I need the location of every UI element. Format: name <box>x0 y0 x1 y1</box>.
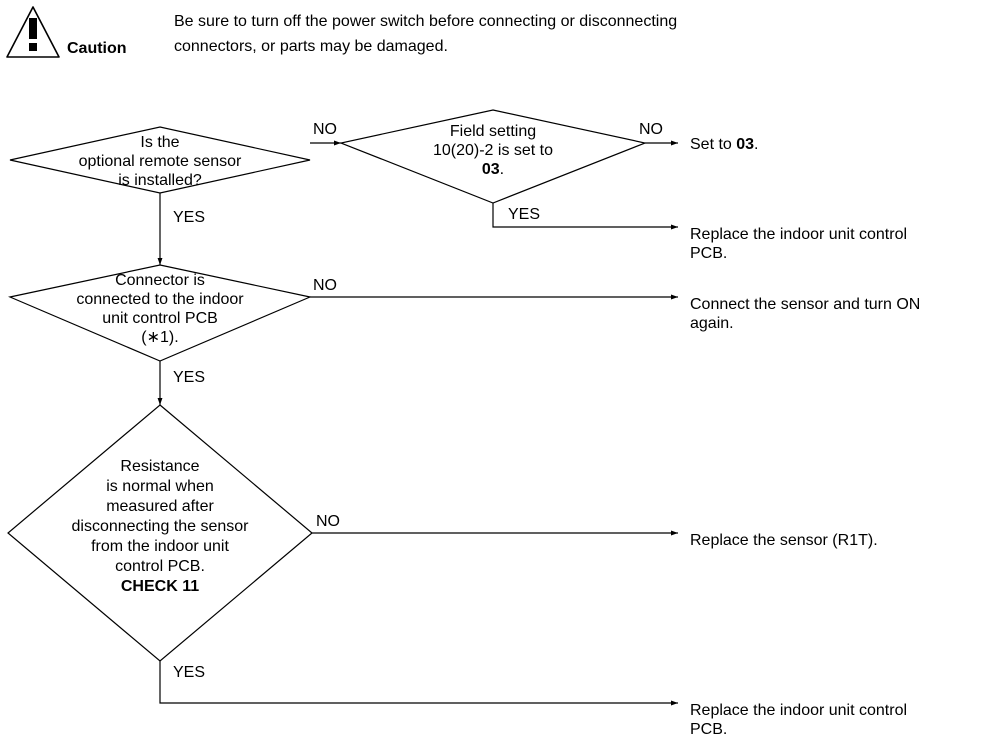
decision-4-text: is normal when <box>106 478 214 495</box>
caution-message-line-1: Be sure to turn off the power switch bef… <box>174 13 677 30</box>
decision-2-value: 03. <box>482 161 504 178</box>
no-label: NO <box>313 121 337 138</box>
yes-label: YES <box>173 664 205 681</box>
yes-label: YES <box>173 209 205 226</box>
action-connect-sensor: Connect the sensor and turn ON <box>690 296 920 313</box>
decision-4-text: from the indoor unit <box>91 538 229 555</box>
action-replace-pcb: PCB. <box>690 245 727 262</box>
decision-2-text: Field setting <box>450 123 536 140</box>
action-set-to-03: Set to 03. <box>690 136 759 153</box>
warning-triangle-icon <box>6 6 60 58</box>
decision-3-text: Connector is <box>115 272 205 289</box>
action-connect-sensor: again. <box>690 315 734 332</box>
yes-label: YES <box>508 206 540 223</box>
decision-4-text: control PCB. <box>115 558 205 575</box>
decision-3-text: connected to the indoor <box>76 291 244 308</box>
action-replace-pcb: Replace the indoor unit control <box>690 226 907 243</box>
caution-message-line-2: connectors, or parts may be damaged. <box>174 38 448 55</box>
decision-1-text: Is the <box>140 134 179 151</box>
decision-4-text: disconnecting the sensor <box>72 518 250 535</box>
action-replace-pcb: PCB. <box>690 721 727 738</box>
decision-4-text: Resistance <box>120 458 199 475</box>
arrow-d2-yes <box>492 203 678 230</box>
connectors <box>157 140 678 706</box>
decision-2-text: 10(20)-2 is set to <box>433 142 553 159</box>
decision-3-text: unit control PCB <box>102 310 218 327</box>
action-replace-pcb: Replace the indoor unit control <box>690 702 907 719</box>
no-label: NO <box>639 121 663 138</box>
no-label: NO <box>313 277 337 294</box>
action-replace-sensor: Replace the sensor (R1T). <box>690 532 878 549</box>
check-11-label: CHECK 11 <box>121 578 199 595</box>
decision-1-text: is installed? <box>118 172 202 189</box>
caution-label: Caution <box>67 40 127 57</box>
decision-4-text: measured after <box>106 498 214 515</box>
decision-1-text: optional remote sensor <box>79 153 242 170</box>
yes-label: YES <box>173 369 205 386</box>
decision-3-text: (∗1). <box>141 329 178 346</box>
caution-header: Caution Be sure to turn off the power sw… <box>6 6 677 58</box>
no-label: NO <box>316 513 340 530</box>
arrow-d4-yes <box>159 661 678 706</box>
